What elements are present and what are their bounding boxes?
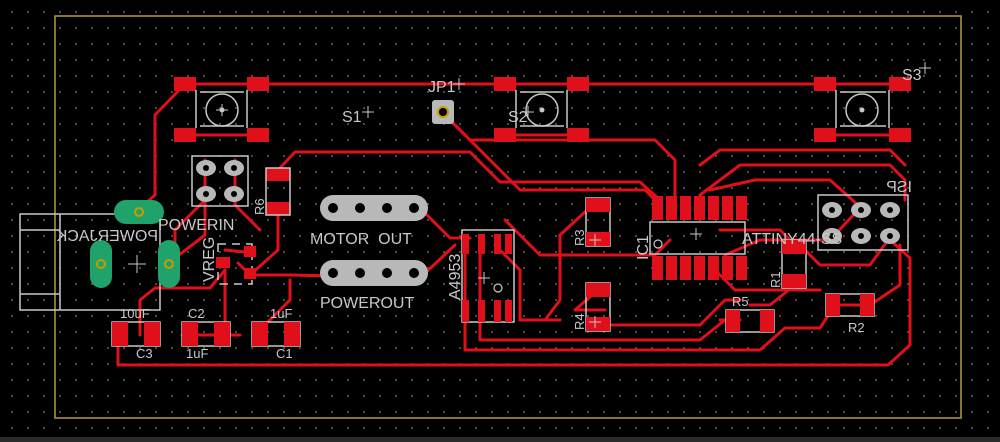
label-r3: R3 (572, 229, 587, 246)
label-jp1: JP1 (428, 79, 456, 96)
capacitor-c2[interactable] (181, 321, 231, 347)
resistor-r2[interactable] (825, 293, 875, 317)
label-s1: S1 (342, 109, 362, 126)
header-powerin[interactable] (191, 155, 249, 207)
resistor-r6[interactable] (265, 167, 291, 216)
header-isp[interactable] (817, 194, 909, 251)
label-c2-value: 1uF (186, 346, 208, 361)
switch-s2[interactable] (494, 77, 589, 142)
capacitor-c1[interactable] (251, 321, 301, 347)
label-s3: S3 (902, 67, 922, 84)
label-c3: C3 (136, 346, 153, 361)
label-c2: C2 (188, 306, 205, 321)
label-r6: R6 (252, 198, 267, 215)
label-vreg: VREG (201, 237, 218, 282)
header-motor-out[interactable] (320, 195, 428, 221)
label-ic1: IC1 (635, 235, 652, 260)
label-isp: ISP (886, 179, 912, 196)
label-attiny: ATTINY44-SS (742, 231, 842, 248)
label-motor-out: MOTOR OUT (310, 231, 412, 248)
header-powerout[interactable] (320, 260, 428, 286)
label-powerin: POWERIN (158, 217, 234, 234)
label-r2: R2 (848, 320, 865, 335)
label-c1: C1 (276, 346, 293, 361)
resistor-r3[interactable] (585, 197, 611, 247)
label-r5: R5 (732, 294, 749, 309)
regulator-vreg[interactable] (216, 243, 256, 285)
origin-markers (362, 62, 931, 328)
chip-a4953[interactable] (461, 229, 515, 323)
label-powerjack: POWERJACK (56, 228, 158, 245)
label-powerout: POWEROUT (320, 295, 414, 312)
connector-powerjack[interactable] (19, 200, 180, 311)
resistor-r1[interactable] (781, 239, 807, 289)
chip-ic1-attiny[interactable] (649, 196, 747, 280)
capacitor-c3[interactable] (111, 321, 161, 347)
jumper-jp1[interactable] (432, 100, 454, 124)
resistor-r5[interactable] (725, 309, 775, 333)
switch-s1[interactable] (174, 77, 269, 142)
label-c3-value: 10uF (120, 306, 150, 321)
label-r1: R1 (768, 271, 783, 288)
label-c1-value: 1uF (270, 306, 292, 321)
label-r4: R4 (572, 313, 587, 330)
switch-s3[interactable] (814, 77, 911, 142)
board-outline (54, 15, 962, 419)
label-a4953: A4953 (447, 254, 464, 300)
label-s2: S2 (508, 109, 528, 126)
resistor-r4[interactable] (585, 282, 611, 332)
